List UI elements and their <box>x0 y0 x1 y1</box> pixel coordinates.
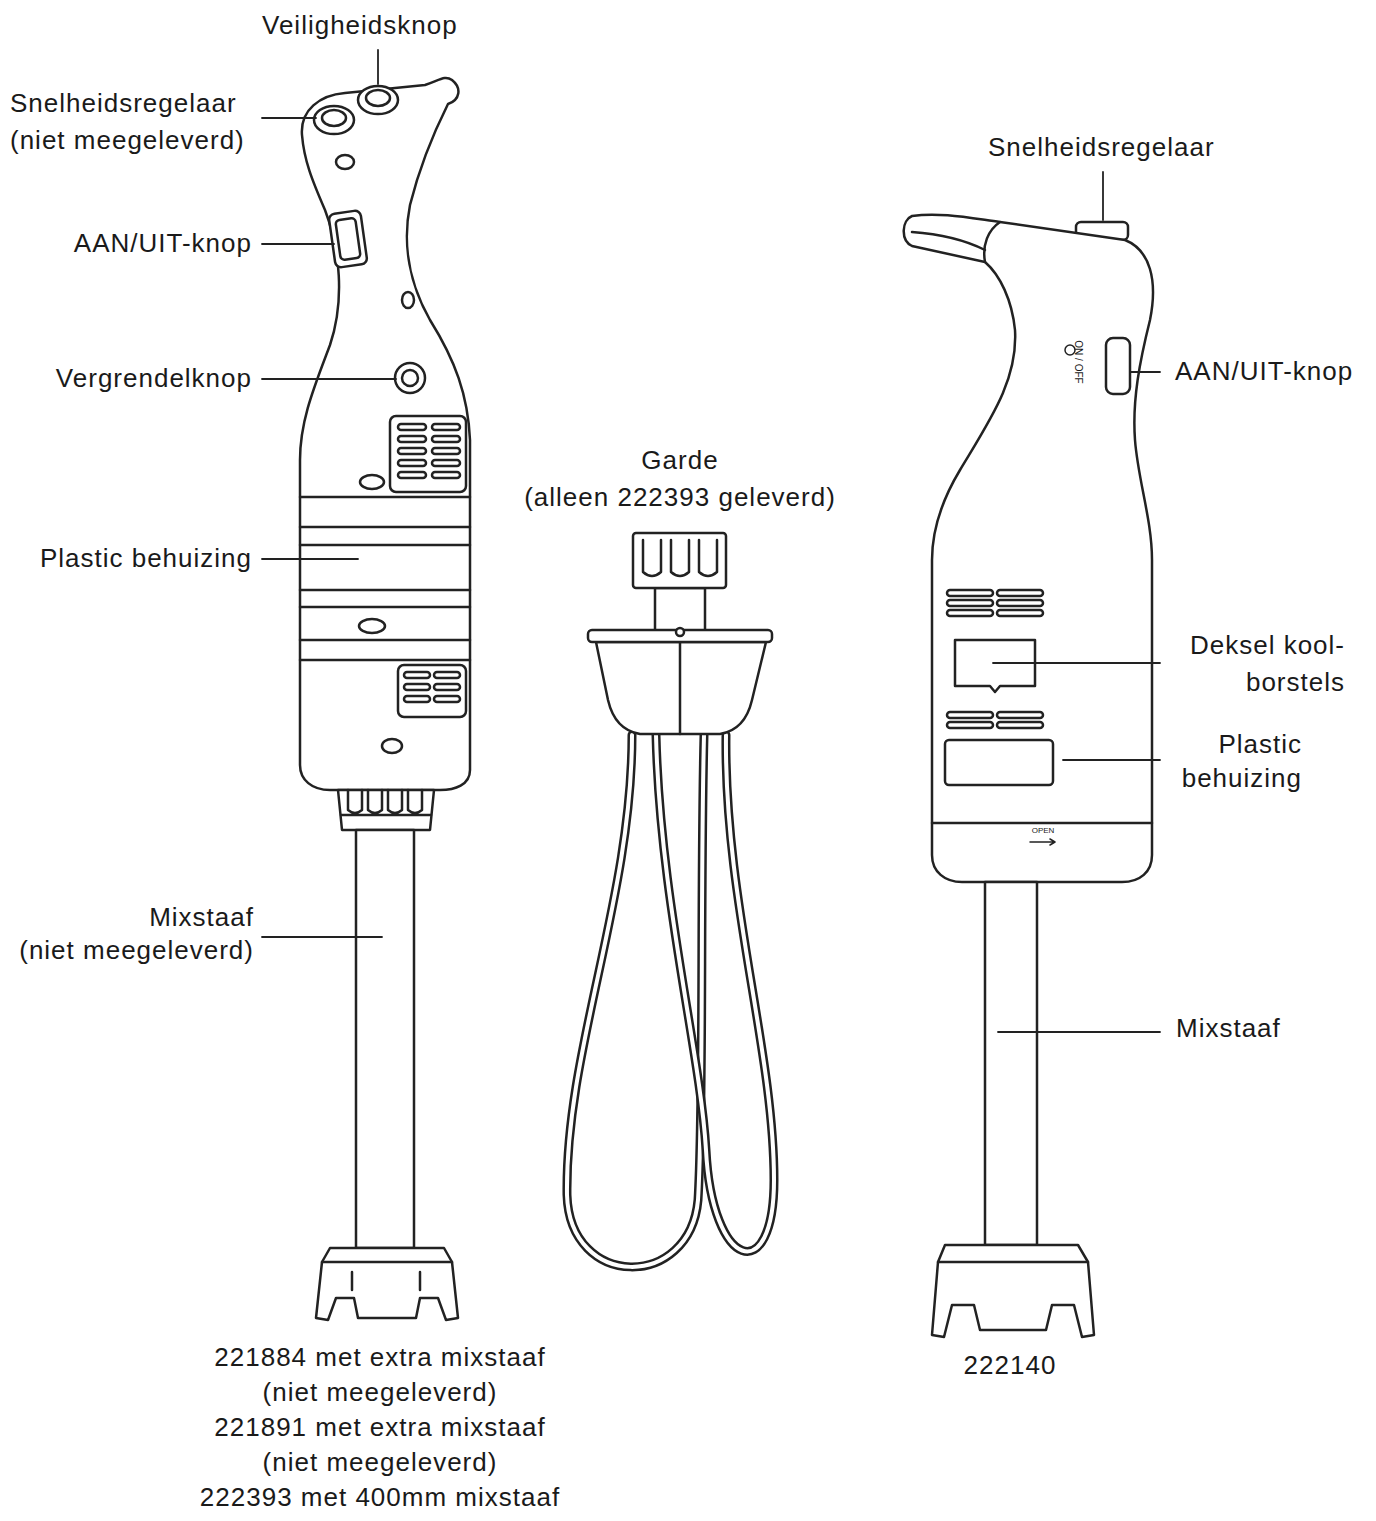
whisk <box>567 533 774 1267</box>
model-caption: 221884 met extra mixstaaf (niet meegelev… <box>170 1340 590 1410</box>
whisk-wires <box>567 735 774 1267</box>
part-label: Deksel kool- borstels <box>1150 627 1345 701</box>
part-label: AAN/UIT-knop <box>1175 354 1370 389</box>
model-caption: 222393 met 400mm mixstaaf <box>170 1480 590 1515</box>
part-label: Snelheidsregelaar (niet meegeleverd) <box>10 85 272 159</box>
plastic-panel <box>945 740 1053 785</box>
model-caption: 221891 met extra mixstaaf (niet meegelev… <box>170 1410 590 1480</box>
vent-upper <box>390 416 466 492</box>
leader-lines <box>262 50 1160 1032</box>
leader-line <box>1131 371 1160 373</box>
right-blender <box>904 215 1153 1337</box>
right-shaft <box>985 882 1037 1245</box>
left-foot <box>316 1248 458 1320</box>
leader-line <box>1063 759 1160 761</box>
line-spacer <box>6 901 114 934</box>
part-label: AAN/UIT-knop <box>20 226 252 261</box>
part-label: Vergrendelknop <box>20 361 252 396</box>
line-spacer <box>560 1410 590 1445</box>
left-blender <box>300 78 470 1320</box>
part-label: Snelheidsregelaar <box>988 130 1248 165</box>
leader-line <box>262 117 316 119</box>
leader-line <box>262 378 396 380</box>
line-spacer <box>170 1410 200 1445</box>
vent-lower <box>398 665 466 717</box>
part-label: Garde (alleen 222393 geleverd) <box>515 442 845 516</box>
brush-cover <box>955 640 1035 692</box>
whisk-neck <box>655 588 705 632</box>
model-caption: 222140 <box>940 1348 1080 1383</box>
button-marking: ON / OFF <box>1072 332 1084 392</box>
whisk-bell <box>596 642 766 734</box>
line-spacer <box>750 442 845 479</box>
left-housing <box>300 78 470 790</box>
whisk-cap <box>633 533 726 588</box>
leader-line <box>262 243 334 245</box>
left-shaft <box>356 830 414 1248</box>
part-label: Mixstaaf <box>1176 1011 1326 1046</box>
collar <box>338 790 434 830</box>
vents-right <box>947 590 1043 728</box>
top-knobs <box>314 86 398 134</box>
part-label: Plastic behuizing <box>10 541 252 576</box>
part-label: Mixstaaf (niet meegeleverd) <box>6 901 254 967</box>
right-foot <box>932 1245 1094 1337</box>
leader-line <box>993 662 1160 664</box>
leader-line <box>262 558 358 560</box>
leader-line <box>1102 172 1104 220</box>
part-label: Veiligheidsknop <box>262 8 492 43</box>
on-off-button <box>328 210 367 268</box>
right-housing <box>904 215 1153 882</box>
lock-knob <box>395 363 425 393</box>
line-spacer <box>515 442 610 479</box>
housing-holes <box>336 155 414 753</box>
part-label: Plastic behuizing <box>1160 727 1302 795</box>
housing-bands <box>300 497 470 660</box>
leader-line <box>262 936 382 938</box>
on-off-button <box>1106 338 1130 394</box>
leader-line <box>377 50 379 84</box>
line-spacer <box>560 1340 590 1375</box>
housing-marking: OPEN <box>1018 826 1068 836</box>
line-spacer <box>170 1340 200 1375</box>
leader-line <box>998 1031 1160 1033</box>
